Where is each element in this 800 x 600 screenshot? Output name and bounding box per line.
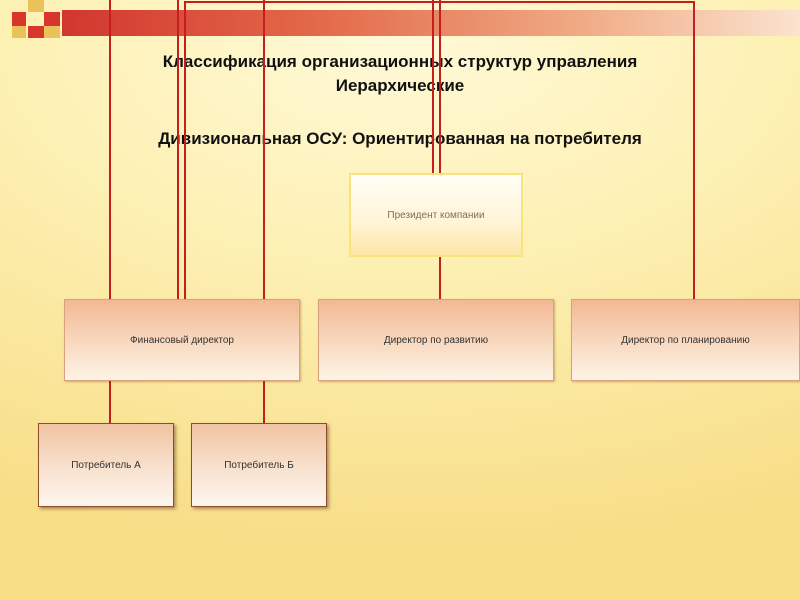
decor-square (12, 12, 26, 26)
top-banner (62, 10, 800, 36)
planning-director-box: Директор по планированию (571, 299, 800, 381)
consumer-b-box: Потребитель Б (191, 423, 327, 507)
decor-square (44, 12, 60, 26)
slide-subtitle: Иерархические (335, 76, 465, 95)
president-box: Президент компании (349, 173, 523, 257)
consumer-b-label: Потребитель Б (224, 459, 294, 471)
decor-square (44, 26, 60, 38)
consumer-a-label: Потребитель А (71, 459, 141, 471)
finance-director-label: Финансовый директор (130, 334, 234, 346)
development-director-box: Директор по развитию (318, 299, 554, 381)
president-label: Президент компании (387, 209, 485, 221)
decor-square (12, 26, 26, 38)
finance-director-box: Финансовый директор (64, 299, 300, 381)
development-director-label: Директор по развитию (383, 334, 489, 346)
planning-director-label: Директор по планированию (621, 334, 750, 346)
slide-title: Классификация организационных структур у… (162, 52, 638, 71)
decor-square (28, 0, 44, 12)
decor-square (28, 26, 44, 38)
consumer-a-box: Потребитель А (38, 423, 174, 507)
slide-heading: Дивизиональная ОСУ: Ориентированная на п… (158, 129, 642, 148)
